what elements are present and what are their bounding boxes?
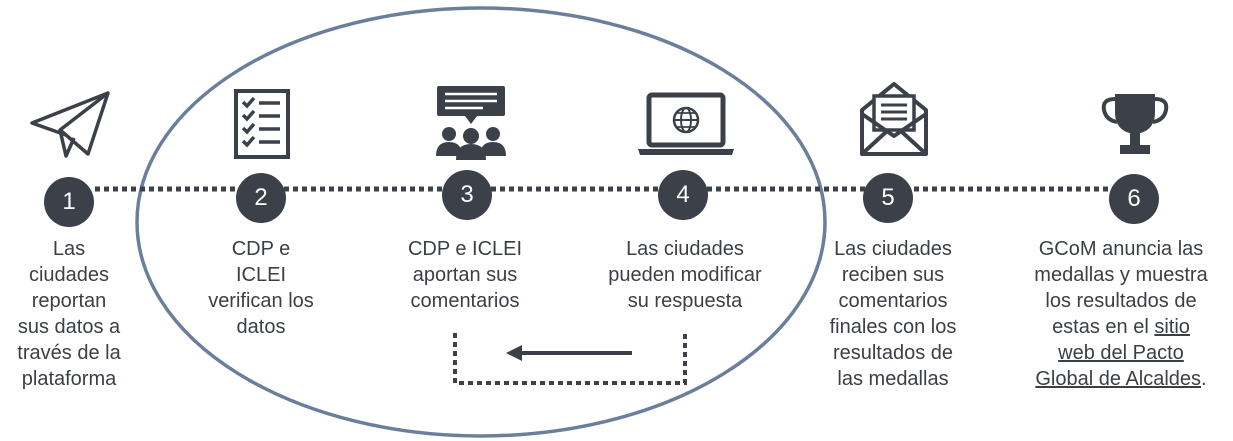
- paper-plane-icon: [30, 91, 110, 158]
- step-3-description: CDP e ICLEI aportan sus comentarios: [380, 236, 550, 314]
- step-2-line: verifican los: [208, 290, 314, 312]
- step-6-line: los resultados de: [1045, 290, 1197, 312]
- step-1-line: sus datos a: [17, 316, 121, 338]
- step-2-line: ICLEI: [235, 264, 287, 286]
- laptop-globe-icon: [638, 92, 734, 155]
- step-5-number: 5: [863, 173, 913, 223]
- checklist-icon: [234, 89, 290, 159]
- gcom-website-link-end[interactable]: Global de Alcaldes: [1035, 368, 1202, 390]
- step-6-line: web del Pacto: [1012, 340, 1230, 366]
- team-discussion-icon: [436, 86, 506, 160]
- feedback-loop-bracket: [453, 333, 687, 385]
- step-6-line: estas en el sitio: [1012, 314, 1230, 340]
- step-4-line: su respuesta: [627, 290, 743, 312]
- step-5-line: reciben sus: [841, 264, 945, 286]
- step-6-line: medallas y muestra: [1034, 264, 1208, 286]
- step-3-line: aportan sus: [412, 264, 518, 286]
- step-4-description: Las ciudades pueden modificar su respues…: [592, 236, 778, 314]
- gcom-website-link[interactable]: sitio: [1154, 316, 1190, 338]
- step-2-line: CDP e: [231, 238, 291, 260]
- step-1-description: Las ciudades reportan sus datos a través…: [0, 236, 138, 392]
- step-2-line: datos: [236, 316, 286, 338]
- step-3-line: comentarios: [410, 290, 520, 312]
- step-4-number: 4: [658, 170, 708, 220]
- step-6-text: estas en el: [1052, 316, 1155, 338]
- step-1-line: plataforma: [21, 368, 117, 390]
- step-4-line: Las ciudades: [626, 238, 744, 260]
- step-6-description: GCoM anuncia las medallas y muestra los …: [1012, 236, 1230, 392]
- step-2-description: CDP e ICLEI verifican los datos: [191, 236, 331, 340]
- envelope-letter-icon: [860, 82, 928, 156]
- step-1-line: Las: [52, 238, 86, 260]
- step-5-line: Las ciudades: [834, 238, 952, 260]
- step-1-line: través de la: [17, 342, 121, 364]
- step-6-line: Global de Alcaldes.: [1012, 366, 1230, 392]
- step-5-line: comentarios: [838, 290, 948, 312]
- period: .: [1201, 368, 1207, 390]
- step-6-number: 6: [1109, 174, 1159, 224]
- trophy-icon: [1101, 94, 1169, 154]
- step-5-line: resultados de: [832, 342, 954, 364]
- step-5-description: Las ciudades reciben sus comentarios fin…: [818, 236, 968, 392]
- step-3-line: CDP e ICLEI: [407, 238, 523, 260]
- step-5-line: finales con los: [829, 316, 957, 338]
- feedback-arrow-head: [506, 345, 522, 361]
- step-1-number: 1: [44, 177, 94, 227]
- step-3-number: 3: [442, 170, 492, 220]
- step-2-number: 2: [236, 173, 286, 223]
- gcom-website-link-cont[interactable]: web del Pacto: [1058, 342, 1184, 364]
- step-1-line: reportan: [31, 290, 107, 312]
- step-1-line: ciudades: [28, 264, 110, 286]
- step-4-line: pueden modificar: [608, 264, 762, 286]
- step-5-line: las medallas: [837, 368, 949, 390]
- step-6-line: GCoM anuncia las: [1038, 238, 1204, 260]
